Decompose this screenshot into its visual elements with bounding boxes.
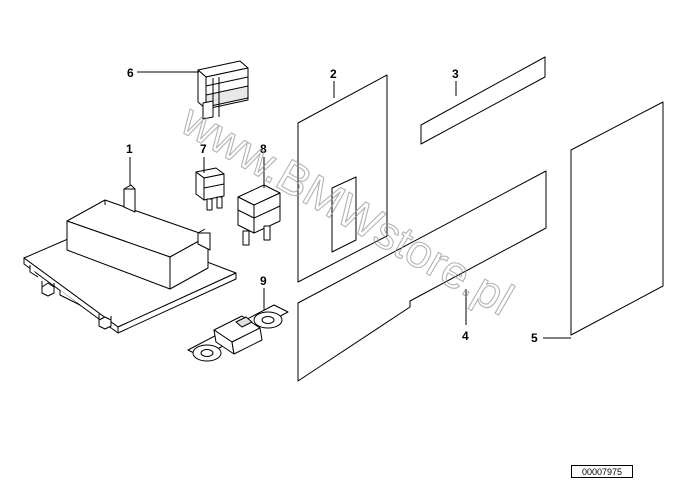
part-8-maxi-fuse (237, 184, 281, 246)
part-1-fuse-carrier (23, 184, 237, 334)
callout-8: 8 (260, 142, 267, 156)
callout-1: 1 (126, 142, 133, 156)
part-9-strip-fuse (187, 304, 289, 362)
part-6-fuse-puller (197, 60, 249, 120)
part-7-mini-fuse (195, 167, 225, 211)
part-4-label-sheet (297, 170, 547, 382)
part-3-label-strip (420, 56, 546, 145)
callout-3: 3 (452, 67, 459, 81)
leader-lines (129, 71, 571, 339)
reference-number: 00007975 (581, 467, 623, 477)
callout-7: 7 (200, 142, 207, 156)
reference-number-box: 00007975 (571, 465, 633, 478)
part-2-label-sheet (297, 74, 388, 283)
callout-9: 9 (260, 274, 267, 288)
callout-4: 4 (462, 329, 469, 343)
part-5-label-sheet (570, 101, 664, 336)
callout-2: 2 (330, 67, 337, 81)
callout-6: 6 (127, 66, 134, 80)
callout-5: 5 (531, 331, 538, 345)
